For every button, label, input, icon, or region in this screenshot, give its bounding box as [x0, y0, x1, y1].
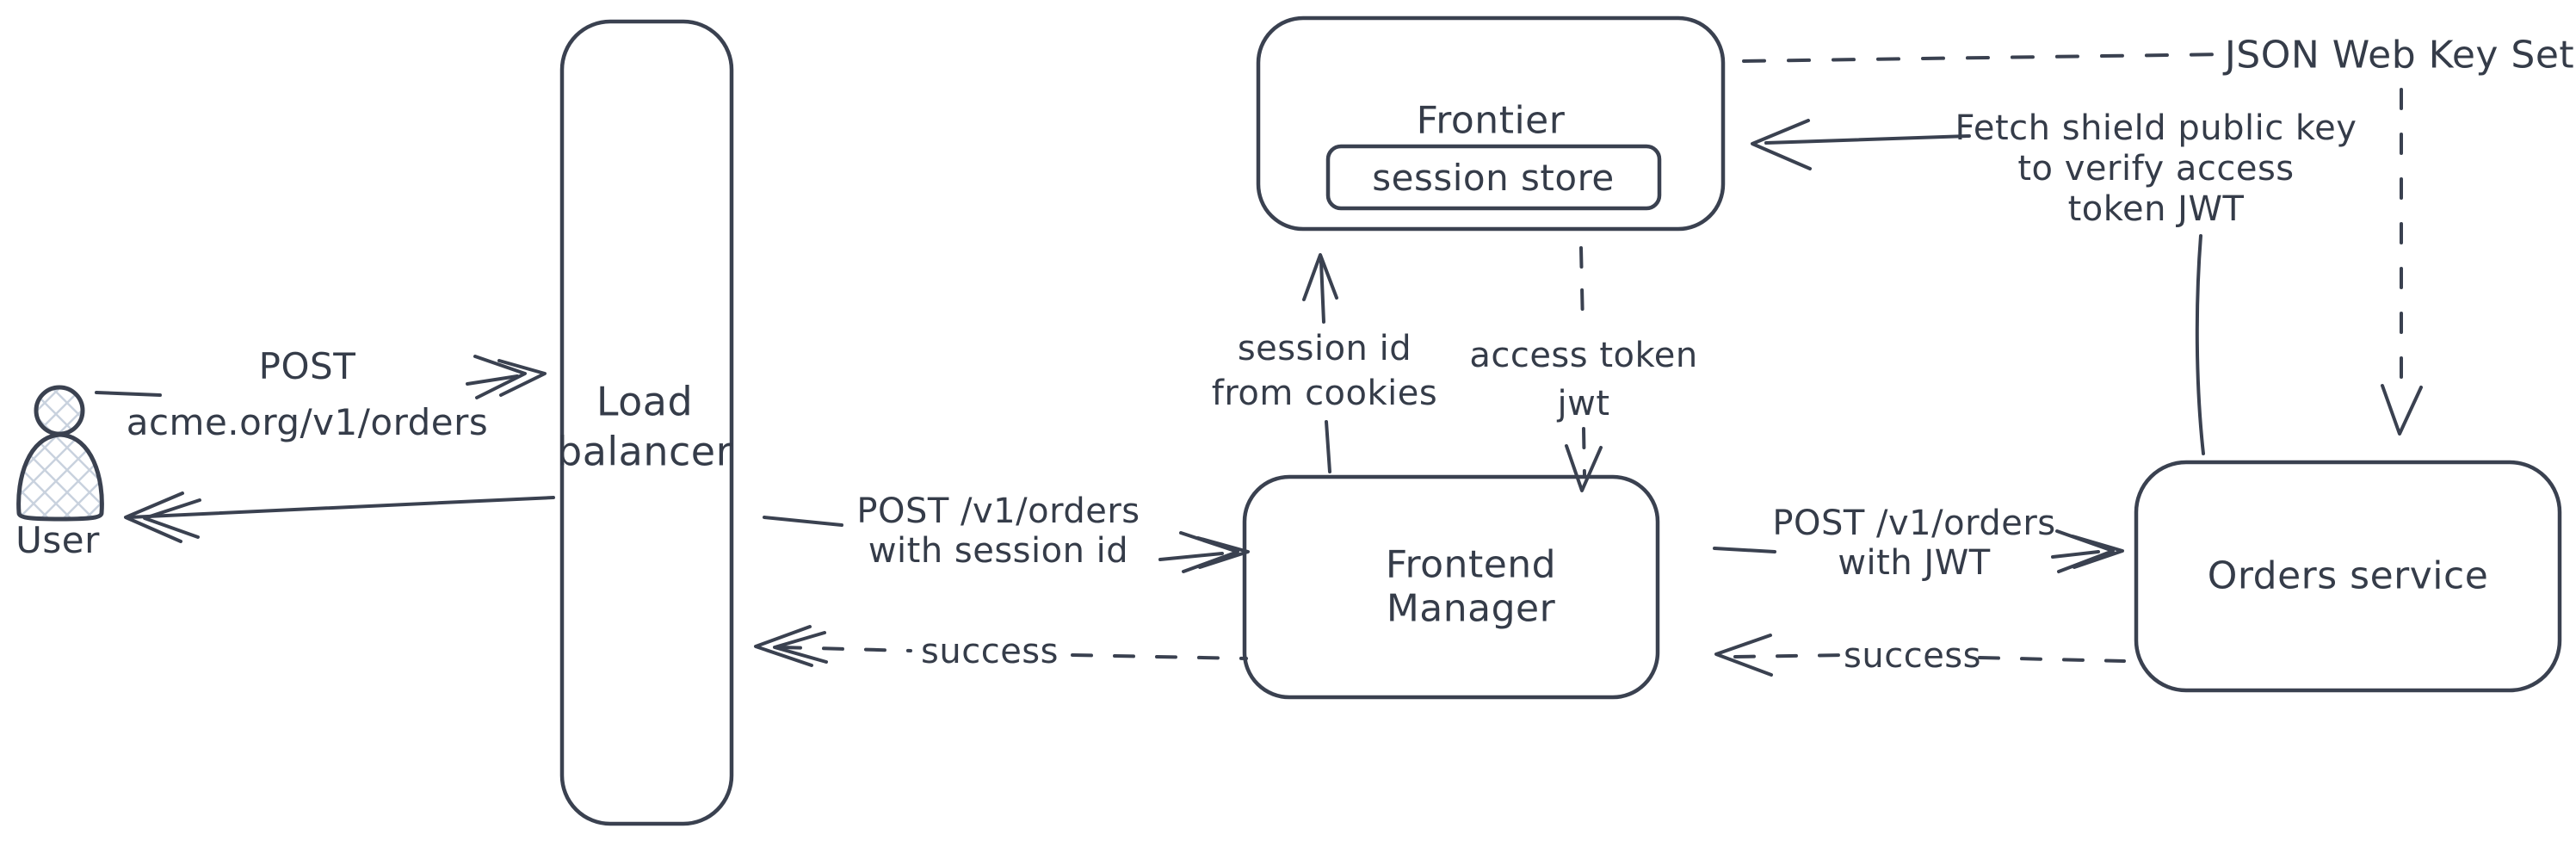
frontier-label: Frontier — [1416, 98, 1566, 143]
edge-label-access-token-line1: access token — [1469, 336, 1698, 375]
user-label: User — [15, 518, 100, 561]
frontend-manager-box — [1242, 474, 1660, 700]
load-balancer-label-line2: balancer — [556, 428, 733, 474]
arrow-frontend-manager-to-orders-service — [1713, 529, 2124, 573]
load-balancer-box — [559, 19, 734, 826]
edge-label-fetch-line3: token JWT — [2067, 189, 2245, 230]
arrow-user-to-load-balancer — [95, 355, 547, 399]
arrow-frontier-to-frontend-manager — [1565, 246, 1603, 492]
edge-label-session-id-line2: from cookies — [1211, 374, 1438, 413]
edge-label-success-right: success — [1844, 636, 1981, 676]
edge-label-access-token-jwt: access token jwt — [1469, 331, 1697, 428]
session-store-box — [1325, 144, 1662, 211]
edge-label-post-acme-orders: POST acme.org/v1/orders — [127, 338, 489, 450]
edge-label-post-orders-session-id-line1: POST /v1/orders — [856, 492, 1140, 531]
edge-label-post-orders-jwt-line1: POST /v1/orders — [1772, 504, 2056, 543]
arrow-jwks-to-orders-service — [2381, 88, 2423, 436]
edge-label-post-acme-orders-line2: acme.org/v1/orders — [126, 401, 489, 443]
user-head-icon — [34, 385, 85, 436]
arrow-load-balancer-to-frontend-manager — [763, 516, 1250, 573]
user-body-icon — [16, 432, 104, 522]
session-store-label: session store — [1372, 156, 1615, 199]
jwks-label: JSON Web Key Set — [2224, 33, 2575, 77]
user-figure-icon — [16, 385, 104, 522]
edge-label-session-id-line1: session id — [1237, 329, 1412, 368]
edge-label-post-acme-orders-line1: POST — [258, 344, 356, 387]
orders-service-box — [2134, 460, 2562, 693]
arrow-orders-service-to-frontier — [1751, 119, 2205, 455]
arrow-success-orders-service-to-frontend-manager — [1714, 634, 2126, 677]
edge-label-success-left: success — [921, 632, 1059, 671]
edge-label-session-id-from-cookies: session id from cookies — [1212, 326, 1437, 416]
orders-service-label: Orders service — [2207, 553, 2489, 598]
edge-label-fetch-line2: to verify access — [2017, 149, 2295, 189]
frontend-manager-label-line1: Frontend — [1385, 542, 1557, 587]
edge-label-access-token-line2: jwt — [1557, 384, 1610, 424]
frontend-manager-label-line2: Manager — [1386, 586, 1556, 630]
edge-label-fetch-line1: Fetch shield public key — [1955, 108, 2357, 149]
arrow-load-balancer-to-user — [124, 492, 555, 543]
load-balancer-label-line1: Load — [596, 378, 694, 425]
line-frontier-to-jwks — [1742, 53, 2227, 63]
arrow-frontend-manager-to-frontier — [1302, 253, 1338, 473]
arrow-success-frontend-manager-to-load-balancer — [754, 625, 1248, 667]
edge-label-post-orders-session-id-line2: with session id — [868, 531, 1129, 571]
edge-label-post-orders-jwt-line2: with JWT — [1838, 543, 1991, 583]
